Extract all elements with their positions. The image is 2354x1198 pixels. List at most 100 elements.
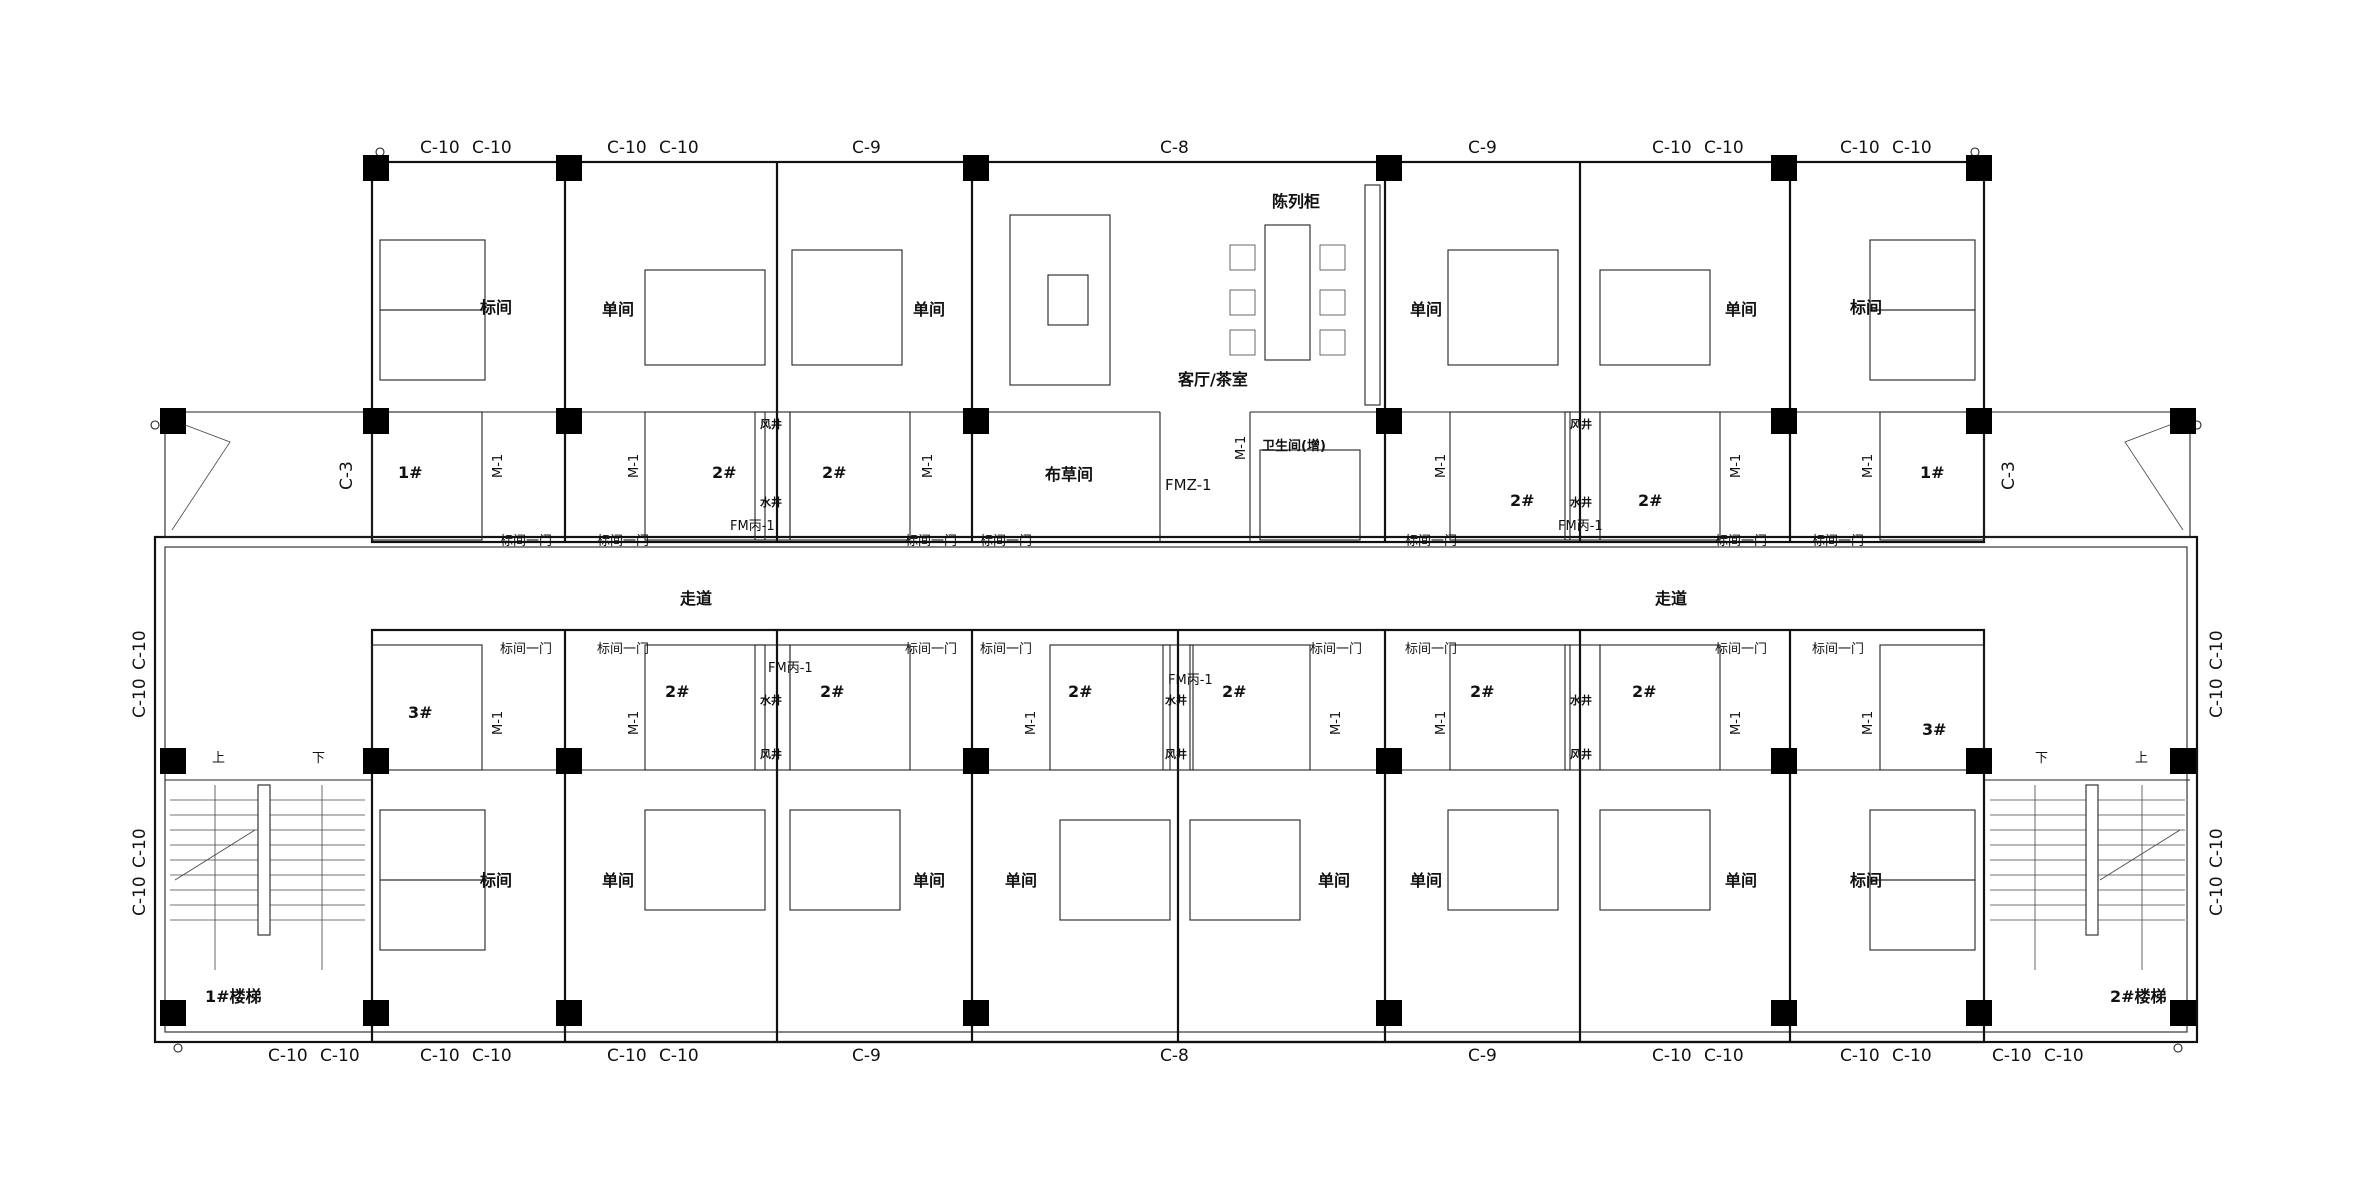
door-labels: 标间一门 标间一门 标间一门 标间一门 标间一门 标间一门 标间一门 标间一门 … [491, 436, 1876, 735]
stair-marks: 上 下 下 上 [212, 751, 2148, 766]
bath-type-label: 2# [820, 682, 845, 701]
shaft-label: 水井 [1570, 693, 1592, 707]
door-label: M-1 [1861, 711, 1876, 735]
bath-type-label: 2# [1510, 491, 1535, 510]
room-label-display-cabinet: 陈列柜 [1272, 192, 1320, 211]
beds [379, 239, 1976, 951]
shaft-label: 水井 [1570, 495, 1592, 509]
room-label-single: 单间 [1318, 871, 1350, 890]
room-label-single: 单间 [1410, 871, 1442, 890]
shaft-label: 风井 [760, 417, 782, 431]
bath-type-label: 1# [398, 463, 423, 482]
room-label-standard: 标间 [1849, 298, 1882, 317]
window-label: C-10 [607, 138, 647, 158]
window-label: C-10 [1892, 138, 1932, 158]
stair-up-mark: 上 [212, 751, 225, 766]
window-label: C-10 [2207, 828, 2227, 868]
stair-2 [1984, 779, 2190, 970]
window-label: C-10 [268, 1046, 308, 1066]
shaft-label: 风井 [1570, 747, 1592, 761]
door-label: 标间一门 [1812, 534, 1864, 549]
top-partitions [371, 162, 1985, 542]
room-label-standard: 标间 [1849, 871, 1882, 890]
window-label: C-10 [1652, 1046, 1692, 1066]
columns [160, 155, 2196, 1026]
window-label: C-10 [1992, 1046, 2032, 1066]
stair-1 [165, 779, 372, 970]
stair-down-mark: 下 [312, 751, 325, 766]
room-label-single: 单间 [602, 871, 634, 890]
bath-type-label: 2# [1632, 682, 1657, 701]
bath-type-label: 2# [822, 463, 847, 482]
door-label: M-1 [1729, 711, 1744, 735]
window-label: C-3 [1999, 461, 2019, 490]
window-label: C-10 [2207, 876, 2227, 916]
door-label: 标间一门 [1405, 642, 1457, 657]
door-label: M-1 [491, 711, 506, 735]
window-label: C-8 [1160, 1046, 1189, 1066]
door-label: M-1 [1329, 711, 1344, 735]
window-label: C-9 [1468, 1046, 1497, 1066]
door-label: 标间一门 [1310, 642, 1362, 657]
room-label-single: 单间 [913, 871, 945, 890]
room-label-standard: 标间 [479, 871, 512, 890]
shaft-label: 水井 [760, 495, 782, 509]
room-label-single: 单间 [913, 300, 945, 319]
door-label: M-1 [627, 454, 642, 478]
shaft-label: 水井 [760, 693, 782, 707]
window-label: C-10 [320, 1046, 360, 1066]
door-label: 标间一门 [980, 534, 1032, 549]
door-label: M-1 [1434, 454, 1449, 478]
room-label-single: 单间 [1725, 300, 1757, 319]
door-label: FM丙-1 [1558, 519, 1603, 534]
window-label: C-10 [420, 1046, 460, 1066]
bath-type-labels: 1# 2# 2# 2# 2# 1# 3# 2# 2# 2# 2# 2# 2# 3… [398, 463, 1947, 739]
window-label: C-10 [1704, 1046, 1744, 1066]
room-label-lounge: 客厅/茶室 [1178, 370, 1248, 389]
door-label: M-1 [1024, 711, 1039, 735]
door-label: 标间一门 [1715, 642, 1767, 657]
door-label: 标间一门 [597, 534, 649, 549]
door-label: 标间一门 [500, 534, 552, 549]
window-label: C-10 [2207, 678, 2227, 718]
room-label-stair-1: 1#楼梯 [205, 987, 262, 1006]
door-label: M-1 [1434, 711, 1449, 735]
window-label: C-9 [852, 1046, 881, 1066]
door-label: FM丙-1 [730, 519, 775, 534]
door-label: 标间一门 [980, 642, 1032, 657]
door-label: M-1 [627, 711, 642, 735]
window-label: C-9 [1468, 138, 1497, 158]
door-label: 标间一门 [905, 534, 957, 549]
bath-type-label: 2# [1470, 682, 1495, 701]
bottom-partitions [371, 630, 1985, 1042]
window-labels: C-10 C-10 C-10 C-10 C-9 C-8 C-9 C-10 C-1… [130, 138, 2227, 1066]
bath-type-label: 2# [1068, 682, 1093, 701]
shaft-label: 风井 [760, 747, 782, 761]
door-label: M-1 [921, 454, 936, 478]
door-label: 标间一门 [1405, 534, 1457, 549]
door-label: 标间一门 [1812, 642, 1864, 657]
door-label: FM丙-1 [768, 661, 813, 676]
bath-type-label: 2# [665, 682, 690, 701]
door-label: FM丙-1 [1168, 673, 1213, 688]
bath-type-label: 2# [1638, 491, 1663, 510]
room-label-standard: 标间 [479, 298, 512, 317]
window-label: C-10 [1892, 1046, 1932, 1066]
window-label: C-10 [1704, 138, 1744, 158]
shaft-labels: 风井 水井 风井 水井 水井 风井 水井 风井 水井 风井 [754, 411, 1601, 771]
bath-type-label: 2# [1222, 682, 1247, 701]
door-label: M-1 [491, 454, 506, 478]
window-label: C-10 [2207, 630, 2227, 670]
room-label-toilet-added: 卫生间(增) [1262, 438, 1326, 454]
window-label: C-10 [1840, 1046, 1880, 1066]
window-label: C-3 [337, 461, 357, 490]
door-label: 标间一门 [1715, 534, 1767, 549]
door-label: M-1 [1234, 436, 1249, 460]
outer-walls [150, 147, 2202, 1053]
stair-down-mark: 下 [2035, 751, 2048, 766]
window-label: C-10 [130, 678, 150, 718]
window-label: C-10 [130, 630, 150, 670]
window-label: C-10 [130, 876, 150, 916]
room-label-linen: 布草间 [1045, 465, 1093, 484]
